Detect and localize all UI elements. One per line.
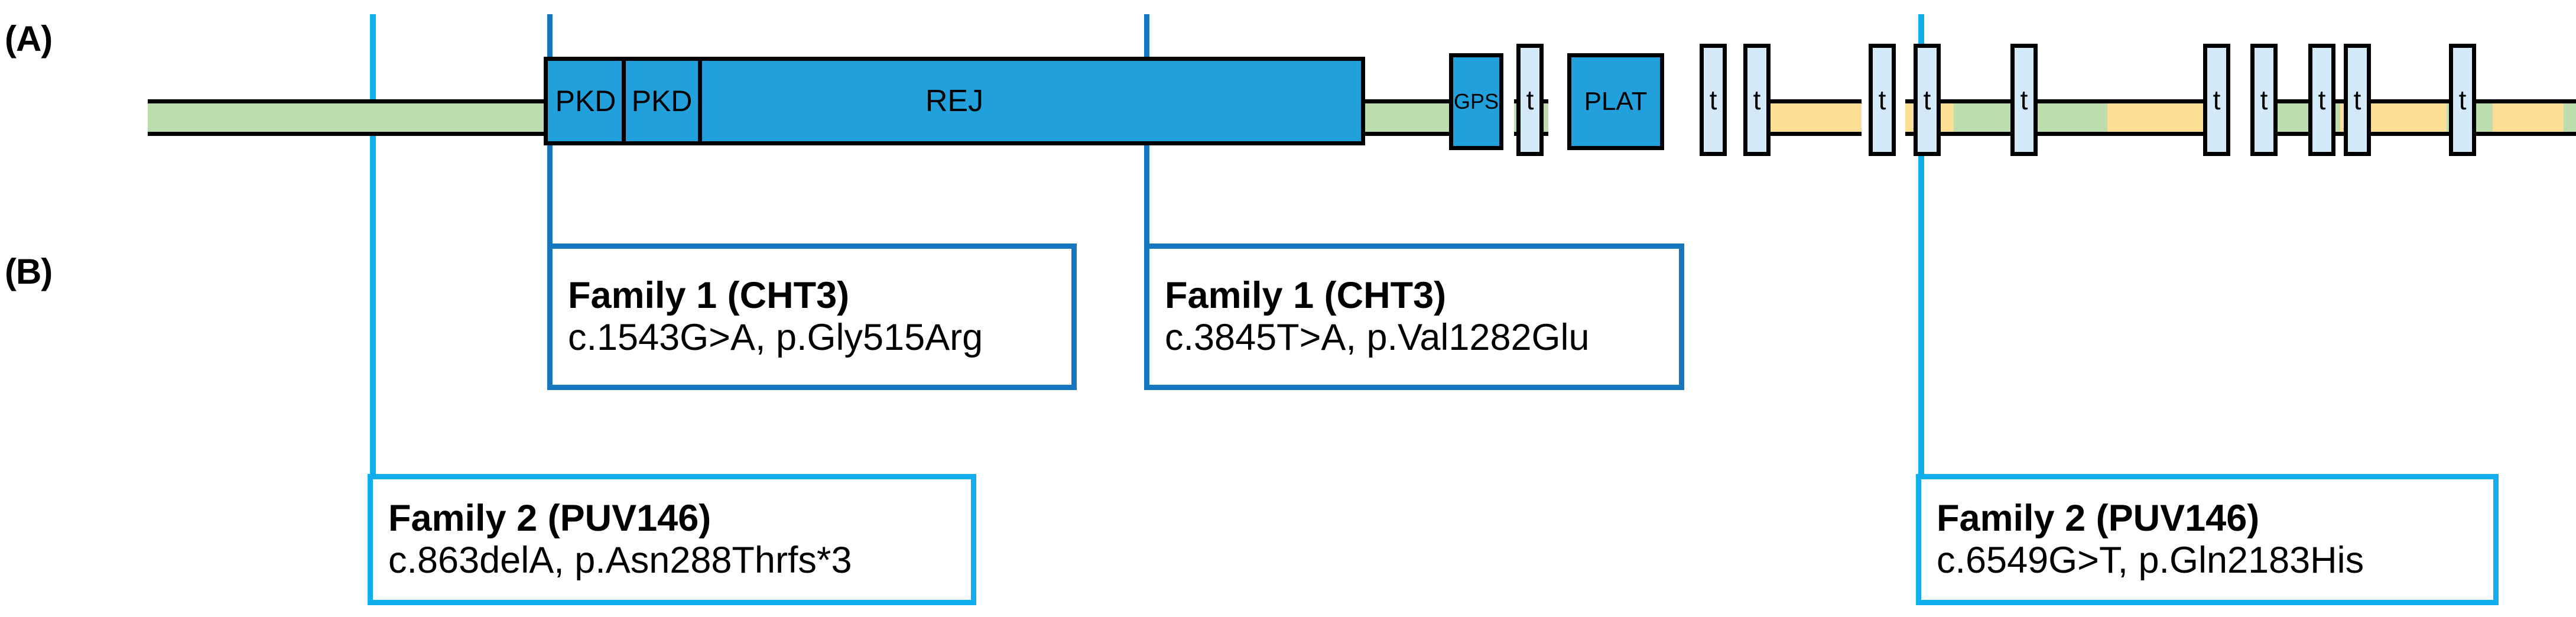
domain-label-plat: PLAT [1584, 87, 1648, 116]
domain-label-rej: REJ [925, 84, 984, 118]
transmembrane-label: t [1923, 85, 1931, 115]
domain-gps: GPS [1449, 53, 1503, 150]
callout-title: Family 1 (CHT3) [568, 275, 850, 317]
transmembrane-box-11: t [2449, 44, 2476, 156]
transmembrane-label: t [2458, 85, 2467, 115]
transmembrane-box-3: t [1743, 44, 1771, 156]
callout-variant: c.6549G>T, p.Gln2183His [1937, 540, 2364, 581]
callout-variant: c.1543G>A, p.Gly515Arg [568, 317, 983, 358]
transmembrane-box-4: t [1869, 44, 1896, 156]
callout-variant: c.3845T>A, p.Val1282Glu [1165, 317, 1590, 358]
transmembrane-box-7: t [2203, 44, 2230, 156]
domain-block-pkd-rej: REJ [544, 57, 1365, 145]
backbone-segment-green [148, 99, 550, 136]
transmembrane-box-2: t [1700, 44, 1727, 156]
transmembrane-label: t [1709, 85, 1717, 115]
callout-family2-nterm: Family 2 (PUV146) c.863delA, p.Asn288Thr… [368, 474, 976, 605]
domain-plat: PLAT [1567, 53, 1664, 150]
domain-label-pkd-1: PKD [555, 85, 616, 118]
domain-label-gps: GPS [1453, 89, 1499, 113]
callout-title: Family 1 (CHT3) [1165, 275, 1447, 317]
transmembrane-label: t [2353, 85, 2361, 115]
panel-label-b: (B) [5, 252, 53, 291]
connector-family2-cterm [1918, 14, 1924, 481]
callout-family1-pkd: Family 1 (CHT3) c.1543G>A, p.Gly515Arg [547, 243, 1077, 390]
transmembrane-box-6: t [2010, 44, 2038, 156]
backbone-segment-yellow [1754, 99, 1862, 136]
backbone-segment-green [1968, 99, 2107, 136]
connector-family2-nterm [370, 14, 376, 481]
transmembrane-box-10: t [2344, 44, 2371, 156]
backbone-segment-yellow [2493, 99, 2564, 136]
callout-title: Family 2 (PUV146) [1937, 498, 2260, 540]
transmembrane-label: t [2020, 85, 2028, 115]
callout-title: Family 2 (PUV146) [388, 498, 712, 540]
transmembrane-box-8: t [2250, 44, 2278, 156]
transmembrane-label: t [1753, 85, 1761, 115]
callout-variant: c.863delA, p.Asn288Thrfs*3 [388, 540, 852, 581]
transmembrane-box-9: t [2308, 44, 2335, 156]
panel-label-a: (A) [5, 19, 53, 59]
transmembrane-label: t [1526, 85, 1534, 115]
callout-family2-cterm: Family 2 (PUV146) c.6549G>T, p.Gln2183Hi… [1916, 474, 2499, 605]
domain-divider [622, 57, 626, 145]
callout-family1-rej: Family 1 (CHT3) c.3845T>A, p.Val1282Glu [1144, 243, 1684, 390]
transmembrane-box-5: t [1914, 44, 1941, 156]
transmembrane-label: t [2318, 85, 2326, 115]
backbone-segment-yellow [2377, 99, 2412, 136]
transmembrane-label: t [2213, 85, 2221, 115]
domain-pkd-2: PKD [626, 57, 698, 145]
transmembrane-box-1: t [1516, 44, 1544, 156]
transmembrane-label: t [2260, 85, 2268, 115]
transmembrane-label: t [1878, 85, 1886, 115]
domain-pkd-1: PKD [550, 57, 622, 145]
domain-label-pkd-2: PKD [631, 85, 693, 118]
domain-divider [698, 57, 702, 145]
